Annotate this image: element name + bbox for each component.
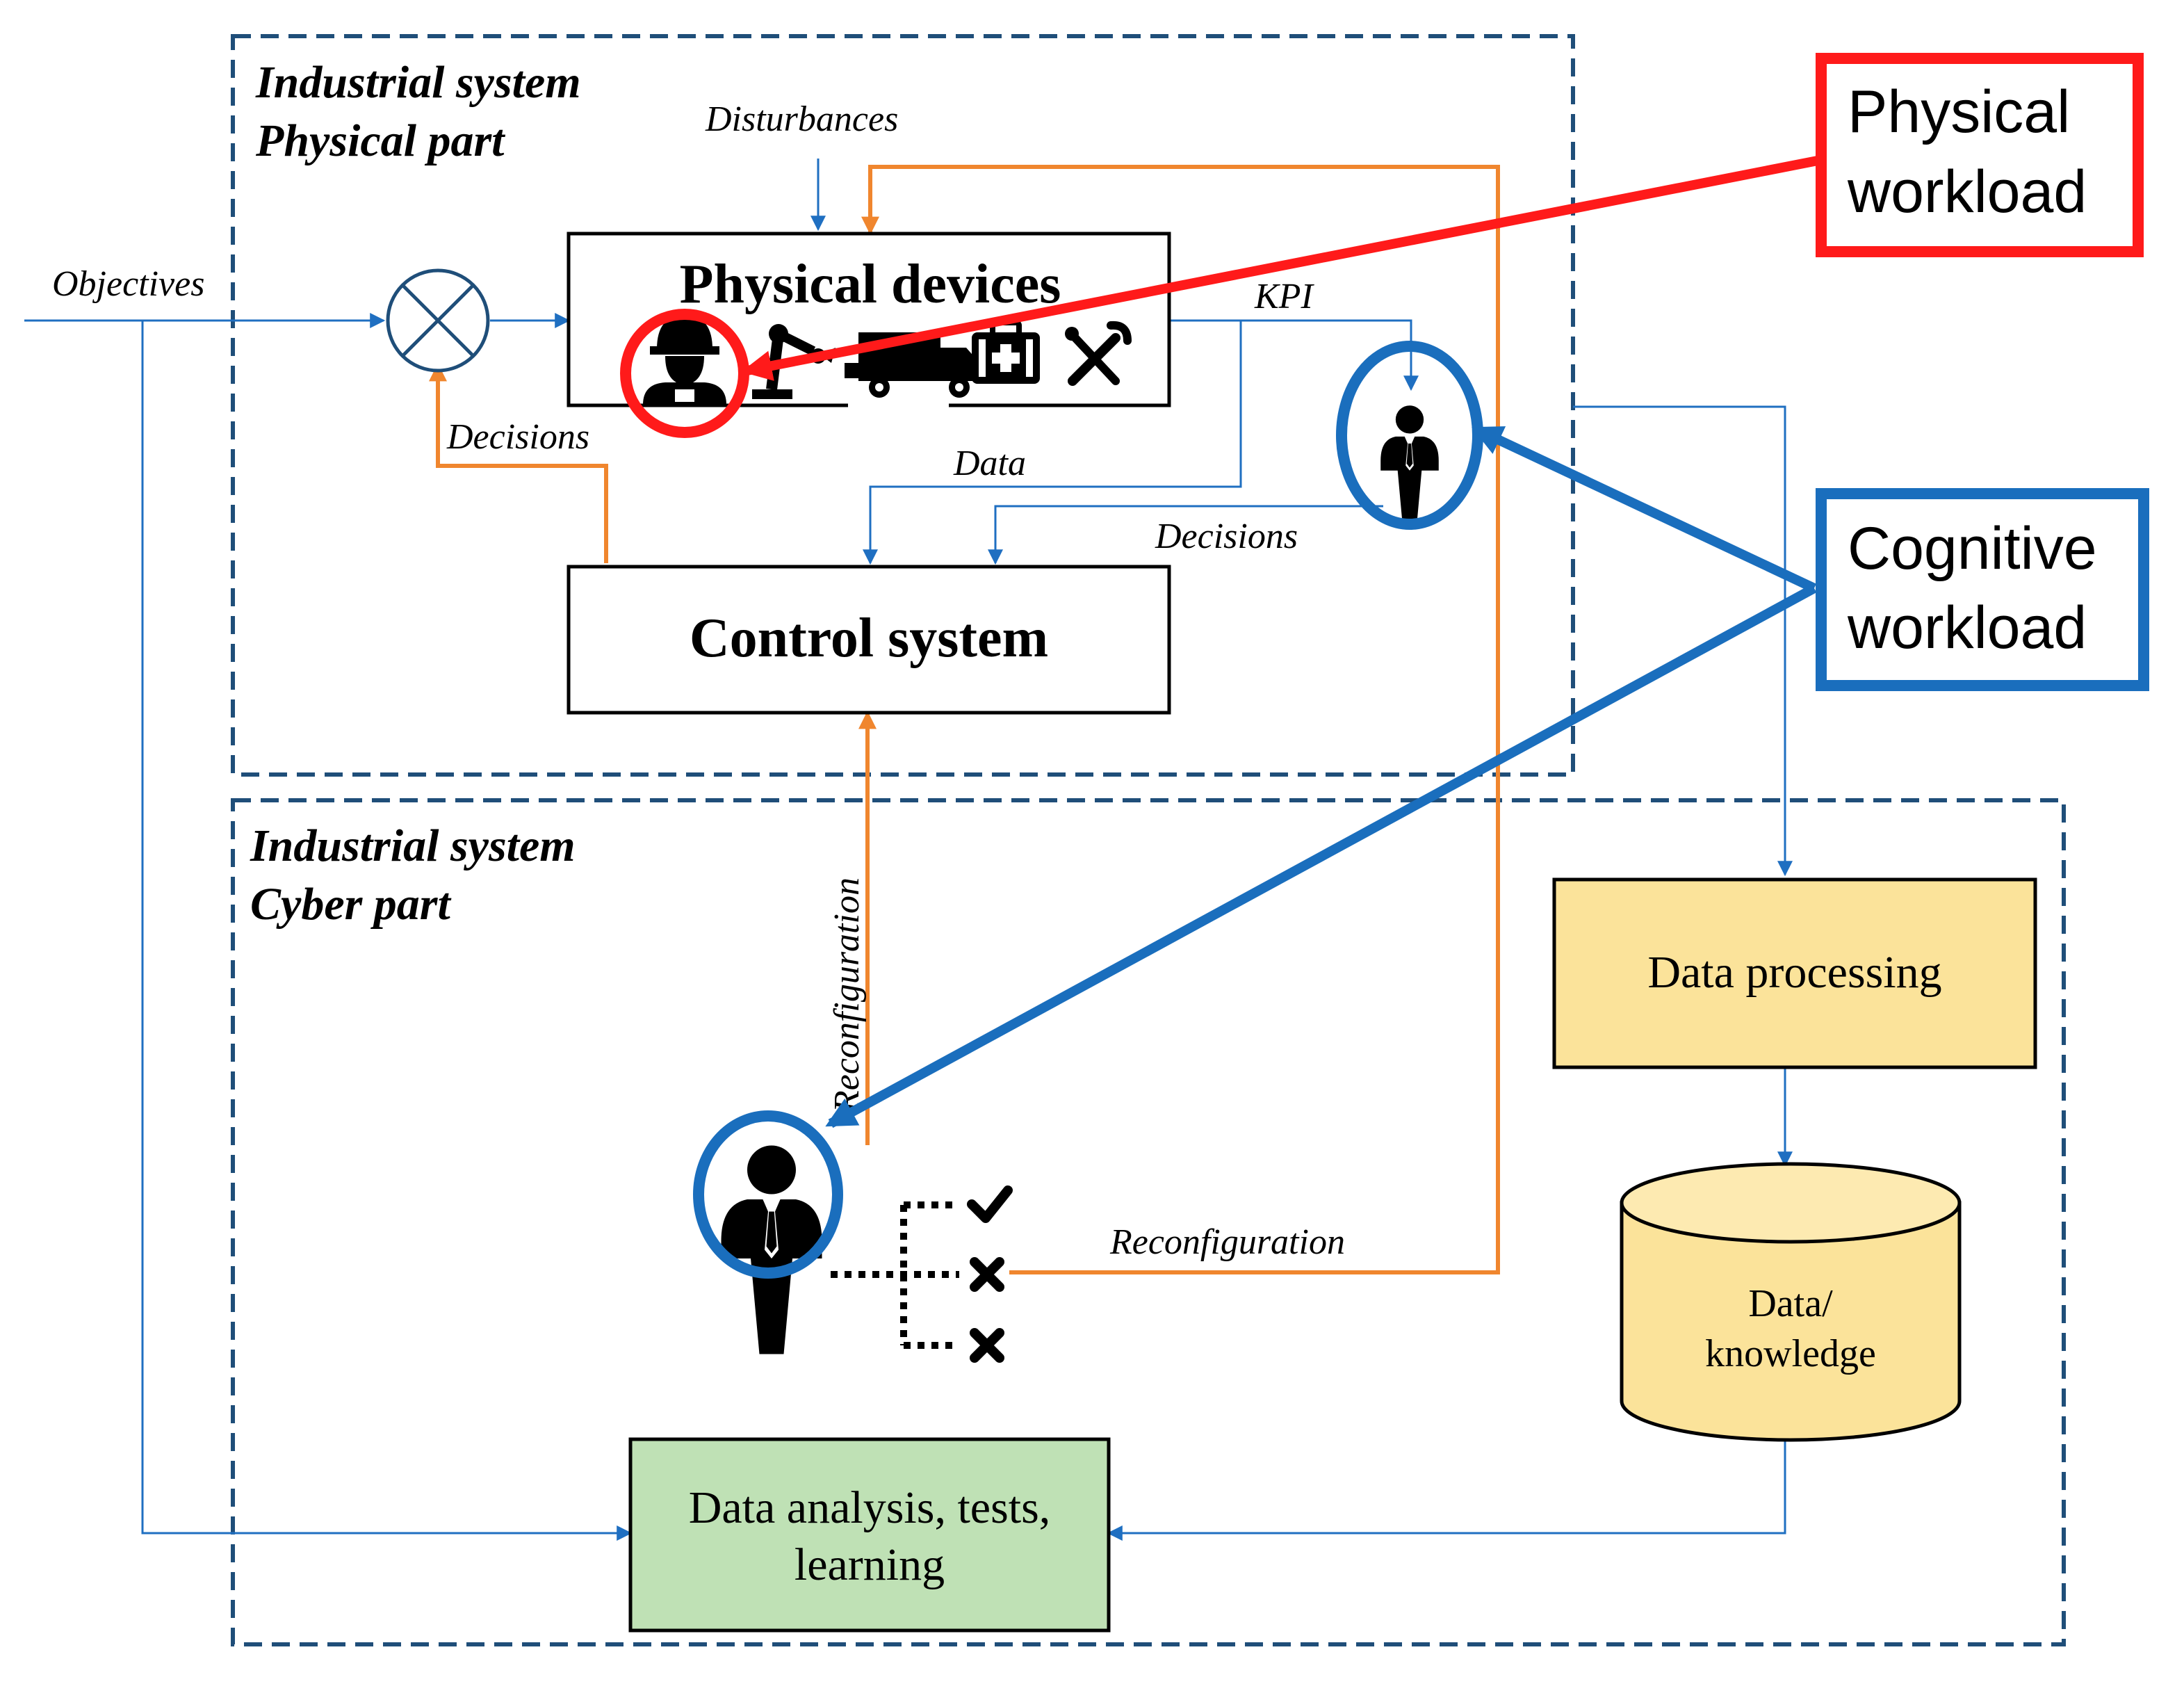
cyber-region-title-1: Industrial system xyxy=(250,820,576,871)
decisions-feedback-line xyxy=(429,363,608,563)
data-knowledge-label-1: Data/ xyxy=(1748,1282,1833,1325)
cyber-operator-icon xyxy=(721,1145,822,1354)
operator-decisions-line xyxy=(988,505,1383,565)
physical-workload-label-2: workload xyxy=(1847,159,2087,225)
disturbances-label: Disturbances xyxy=(705,99,898,139)
data-knowledge-storage xyxy=(1620,1162,1962,1442)
physical-workload-label-1: Physical xyxy=(1848,79,2070,145)
tools-icon xyxy=(1065,321,1132,386)
objectives-to-analysis-line xyxy=(141,321,633,1541)
kpi-label: KPI xyxy=(1254,277,1314,316)
cyber-operator-highlight-ring xyxy=(693,1110,843,1279)
data-analysis-label-2: learning xyxy=(794,1539,945,1590)
cognitive-to-operator-arrow xyxy=(1472,425,1816,593)
reconfiguration-vertical-label: Reconfiguration xyxy=(827,877,867,1113)
physical-workload-arrow xyxy=(741,155,1823,381)
physical-devices-label: Physical devices xyxy=(680,254,1061,315)
physical-part-region xyxy=(231,34,1575,777)
data-label: Data xyxy=(953,444,1026,483)
physical-region-title-1: Industrial system xyxy=(255,57,581,108)
physical-region-title-2: Physical part xyxy=(255,115,505,166)
data-processing-label: Data processing xyxy=(1647,947,1941,998)
cyber-part-region xyxy=(231,798,2066,1646)
cognitive-workload-callout xyxy=(1816,488,2149,691)
cognitive-to-cyber-operator-arrow xyxy=(825,583,1817,1128)
control-system-box xyxy=(567,565,1171,715)
cyber-region-title-2: Cyber part xyxy=(250,879,451,930)
operator-icon xyxy=(1380,405,1439,526)
medical-kit-icon xyxy=(972,320,1040,384)
physical-workload-callout xyxy=(1816,53,2144,257)
storage-to-analysis-line xyxy=(1107,1439,1786,1541)
control-system-label: Control system xyxy=(690,608,1048,669)
kpi-line xyxy=(1169,319,1419,391)
reconfiguration-loop-line xyxy=(861,165,1500,1274)
summing-junction-icon xyxy=(386,268,490,373)
worker-highlight-ring xyxy=(620,309,749,438)
decisions-right-label: Decisions xyxy=(1155,517,1298,556)
data-knowledge-label-2: knowledge xyxy=(1705,1332,1876,1375)
cognitive-workload-label-1: Cognitive xyxy=(1848,515,2097,582)
data-analysis-label-1: Data analysis, tests, xyxy=(689,1482,1051,1533)
decisions-left-label: Decisions xyxy=(446,417,589,457)
to-data-processing-line xyxy=(1573,405,1793,877)
worker-icon xyxy=(643,310,726,405)
cognitive-workload-label-2: workload xyxy=(1847,594,2087,661)
checklist-icon xyxy=(831,1185,1013,1363)
objectives-label: Objectives xyxy=(52,264,204,304)
data-analysis-box xyxy=(628,1437,1111,1633)
data-processing-box xyxy=(1552,877,2037,1069)
truck-icon xyxy=(845,332,981,398)
data-line xyxy=(863,321,1242,565)
reconfiguration-horizontal-label: Reconfiguration xyxy=(1109,1222,1345,1262)
